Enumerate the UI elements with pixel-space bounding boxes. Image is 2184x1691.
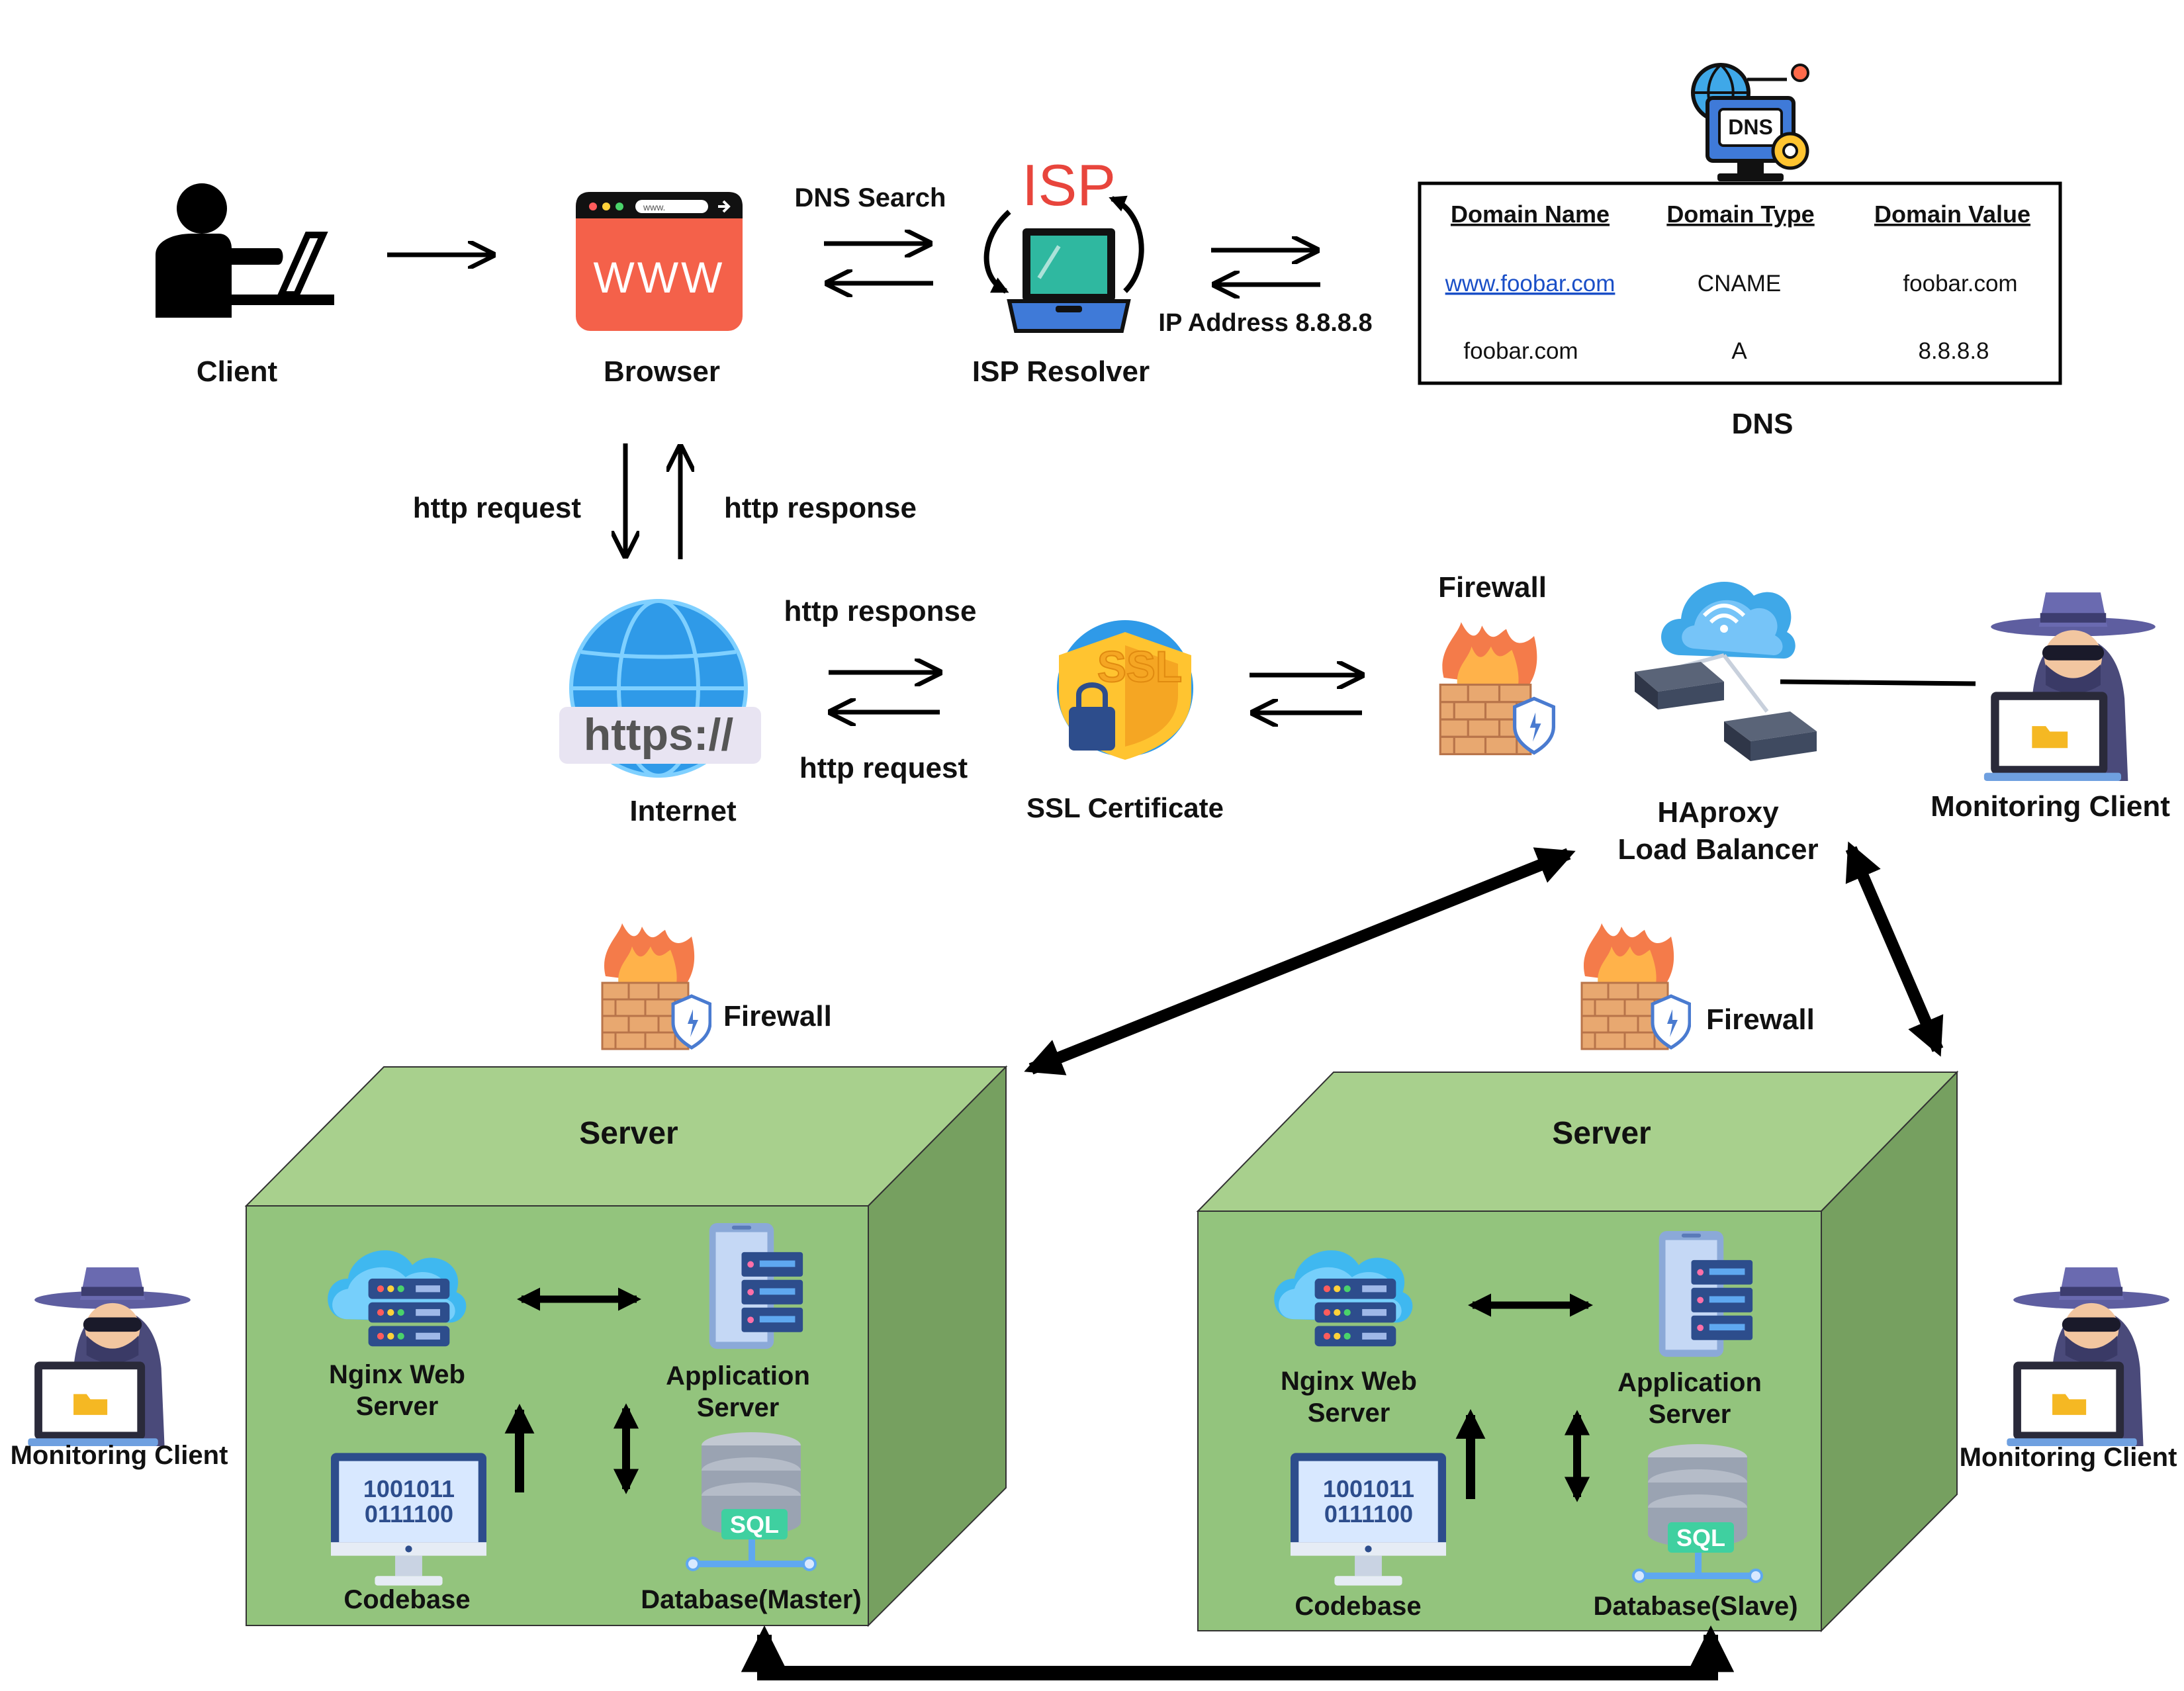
dns-table-header: Domain Name — [1451, 201, 1610, 228]
codebase-bits-line2: 0111100 — [1324, 1500, 1413, 1528]
server-right-title: Server — [1552, 1116, 1651, 1151]
monitoring-client-right-label: Monitoring Client — [1960, 1443, 2177, 1472]
app-server-label-line1: Application — [1617, 1368, 1762, 1397]
lb-to-server-right-arrow — [1845, 841, 1944, 1057]
http-request-mid-label: http request — [799, 752, 968, 784]
firewall-top-label: Firewall — [1438, 571, 1547, 604]
browser-urlbar-text: www. — [643, 202, 665, 212]
monitoring-client-top-label: Monitoring Client — [1931, 790, 2170, 823]
web-server-label-line2: Server — [356, 1392, 439, 1421]
lb-to-server-left-arrow — [1024, 847, 1576, 1075]
dns-search-label: DNS Search — [795, 183, 946, 212]
http-response-mid-label: http response — [784, 595, 977, 627]
firewall-icon — [1440, 622, 1553, 754]
db-sql-badge: SQL — [730, 1511, 779, 1538]
dns-table-link[interactable]: www.foobar.com — [1445, 271, 1615, 297]
http-request-label: http request — [413, 492, 582, 524]
ssl-badge-text: SSL — [1097, 642, 1182, 691]
db-sql-badge: SQL — [1676, 1524, 1725, 1551]
isp-resolver-icon: ISP — [983, 152, 1144, 333]
browser-icon: www. WWW — [576, 192, 743, 331]
monitoring-client-left-label: Monitoring Client — [11, 1441, 228, 1470]
firewall-icon — [602, 923, 710, 1049]
ssl-shield-icon: SSL — [1057, 620, 1193, 760]
load-balancer-label-line2: Load Balancer — [1617, 833, 1818, 866]
client-icon — [156, 183, 334, 318]
browser-www-text: WWW — [594, 253, 725, 302]
isp-logo-text: ISP — [1022, 152, 1116, 218]
ssl-certificate-label: SSL Certificate — [1026, 792, 1224, 823]
client-label: Client — [197, 355, 278, 388]
codebase-label: Codebase — [1295, 1592, 1421, 1621]
codebase-bits-line2: 0111100 — [365, 1500, 453, 1528]
database-slave-icon: SQL — [1632, 1443, 1763, 1583]
load-balancer-icon — [1635, 581, 1817, 761]
dns-label: DNS — [1732, 408, 1794, 440]
dns-server-icon: DNS — [1691, 63, 1809, 181]
http-response-label: http response — [724, 492, 917, 524]
internet-globe-icon: https:// — [559, 599, 761, 778]
db-replication-arrow — [741, 1625, 1735, 1680]
monitoring-client-icon — [28, 1267, 191, 1446]
database-slave-label: Database(Slave) — [1593, 1592, 1797, 1621]
app-server-label-line2: Server — [1649, 1400, 1731, 1429]
dns-table-cell: foobar.com — [1903, 271, 2017, 297]
dns-records-table: Domain Name Domain Type Domain Value www… — [1418, 181, 2062, 385]
codebase-bits-line1: 1001011 — [1323, 1475, 1414, 1502]
web-server-label-line1: Nginx Web — [1281, 1367, 1417, 1396]
app-server-label-line1: Application — [666, 1361, 810, 1391]
https-badge-text: https:// — [584, 709, 734, 760]
codebase-monitor-icon: 1001011 0111100 — [1291, 1453, 1446, 1586]
codebase-bits-line1: 1001011 — [363, 1475, 455, 1502]
dns-table-cell: foobar.com — [1463, 338, 1578, 364]
web-server-label-line2: Server — [1308, 1398, 1390, 1428]
app-server-label-line2: Server — [697, 1393, 780, 1422]
database-master-label: Database(Master) — [641, 1585, 861, 1614]
firewall-icon — [1582, 923, 1690, 1049]
ip-address-label: IP Address 8.8.8.8 — [1158, 309, 1372, 337]
internet-label: Internet — [629, 795, 737, 827]
browser-label: Browser — [604, 355, 720, 388]
firewall-left-label: Firewall — [723, 1000, 832, 1032]
dns-table-cell: 8.8.8.8 — [1918, 338, 1989, 364]
lb-monitoring-link — [1780, 679, 1976, 686]
dns-table-header: Domain Value — [1874, 201, 2030, 228]
dns-table-cell: A — [1731, 338, 1747, 364]
firewall-right-label: Firewall — [1706, 1003, 1815, 1036]
server-left-title: Server — [579, 1116, 678, 1151]
monitoring-client-icon — [1983, 592, 2156, 781]
web-server-label-line1: Nginx Web — [329, 1360, 465, 1389]
isp-resolver-label: ISP Resolver — [972, 355, 1150, 388]
database-master-icon: SQL — [686, 1431, 817, 1571]
codebase-label: Codebase — [343, 1585, 470, 1614]
dns-table-header: Domain Type — [1666, 201, 1814, 228]
dns-table-cell: CNAME — [1698, 271, 1781, 297]
codebase-monitor-icon: 1001011 0111100 — [331, 1453, 486, 1586]
dns-icon-text: DNS — [1728, 115, 1773, 139]
monitoring-client-icon — [2007, 1267, 2169, 1446]
load-balancer-label-line1: HAproxy — [1657, 796, 1779, 829]
